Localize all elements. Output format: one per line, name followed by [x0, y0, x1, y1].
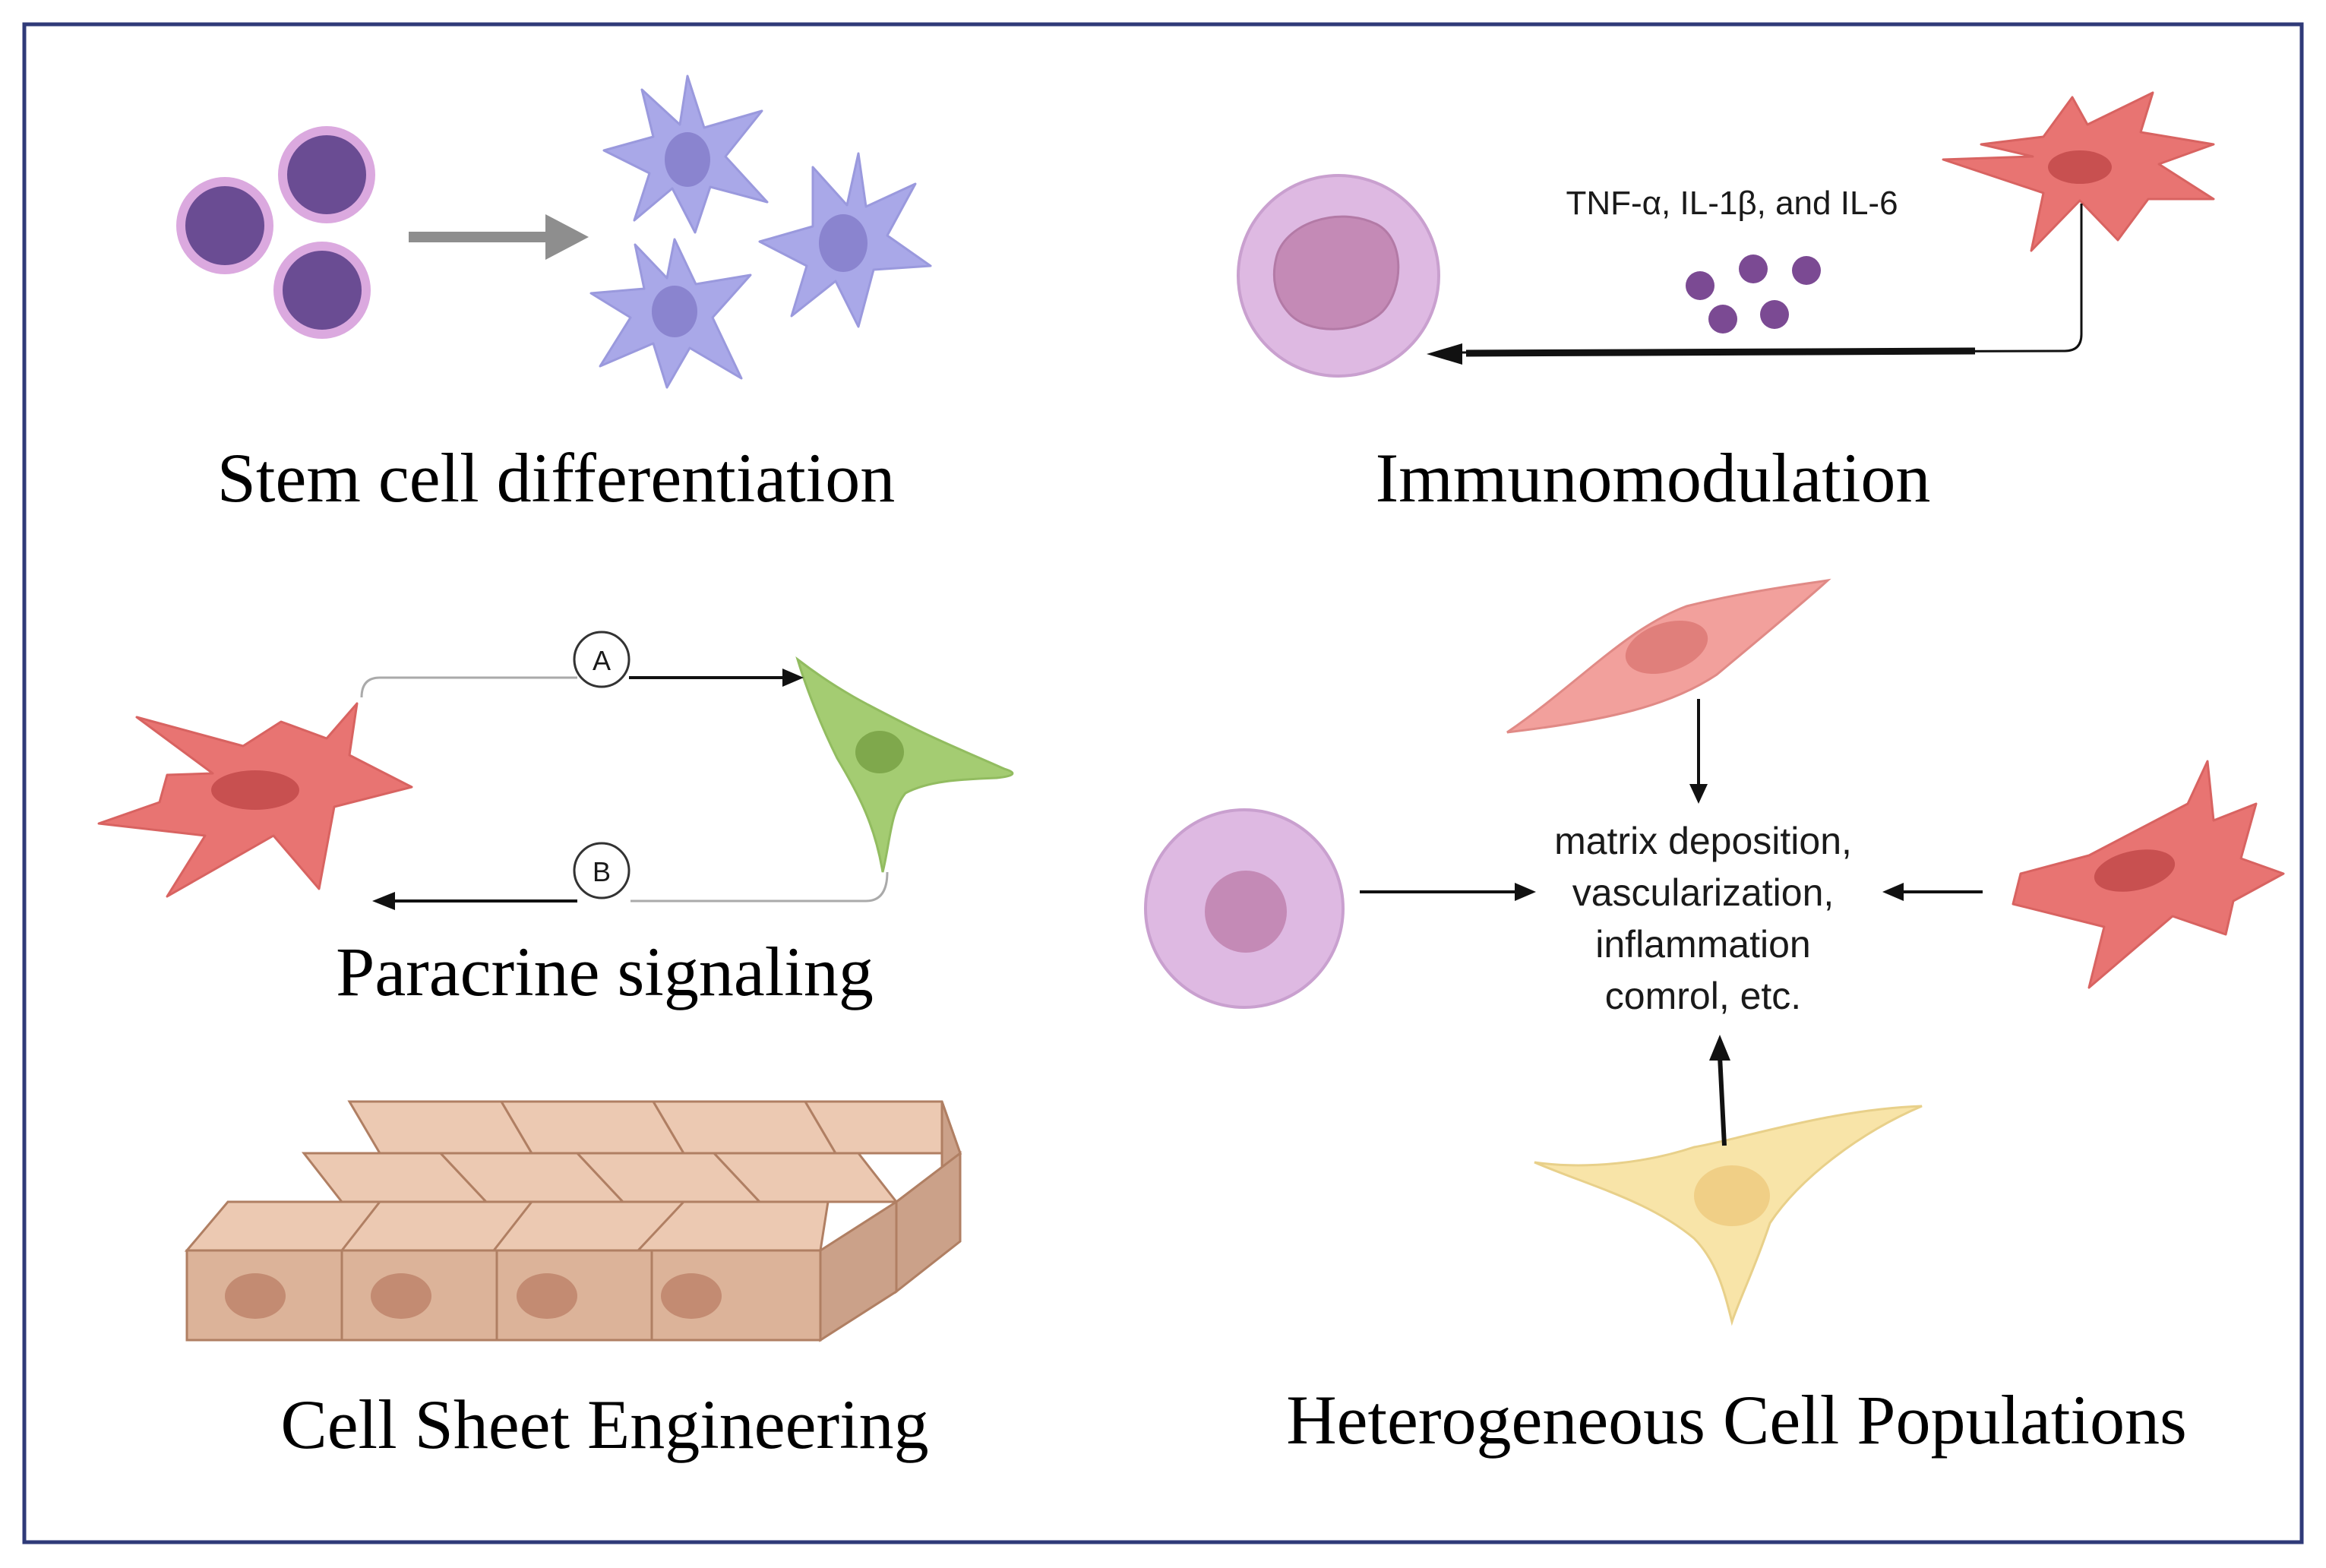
panel-title-immunomodulation: Immunomodulation: [1376, 439, 1931, 517]
stem-cell-group: [176, 126, 375, 339]
paracrine-arrow-a: A: [360, 631, 804, 698]
cytokines-label: TNF-α, IL-1β, and IL-6: [1566, 185, 1898, 222]
heterogeneous-arrows: [1360, 699, 1983, 1146]
immunomodulation-arrow: [1427, 204, 2083, 365]
cytokine-dot: [1760, 300, 1789, 329]
panel-immunomodulation: TNF-α, IL-1β, and IL-6 Immunomodulation: [1237, 91, 2215, 517]
pink-spindle-cell: [1506, 578, 1831, 734]
stem-cell: [176, 177, 273, 274]
panel-heterogeneous-cell-populations: matrix deposition, vascularization, infl…: [1144, 578, 2285, 1459]
panel-cell-sheet-engineering: Cell Sheet Engineering: [184, 1100, 962, 1463]
label-b: B: [593, 856, 611, 887]
cytokine-dot: [1792, 256, 1821, 285]
immune-cell: [1237, 174, 1440, 378]
panel-title-heterogeneous: Heterogeneous Cell Populations: [1286, 1381, 2187, 1459]
arrow-from-bottom-cell: [1718, 1055, 1727, 1146]
label-b-circle: [573, 842, 630, 899]
dendritic-cell: [589, 238, 752, 389]
dendritic-cell: [758, 152, 932, 328]
cytokine-dot: [1708, 305, 1737, 334]
panel-stem-cell-differentiation: Stem cell differentiation: [176, 74, 932, 517]
heterogeneous-center-line-2: vascularization,: [1572, 871, 1835, 914]
cytokine-dot: [1686, 271, 1714, 300]
differentiation-arrow: [409, 214, 589, 260]
stem-cell: [273, 242, 371, 339]
panel-title-paracrine: Paracrine signaling: [336, 933, 874, 1010]
cytokine-dot: [1739, 254, 1768, 283]
stem-cell: [278, 126, 375, 223]
label-a: A: [593, 645, 611, 676]
panel-title-cell-sheet: Cell Sheet Engineering: [280, 1386, 928, 1463]
immune-cell: [1144, 808, 1345, 1009]
heterogeneous-center-line-3: inflammation: [1595, 923, 1810, 966]
yellow-cell: [1534, 1105, 1923, 1326]
dendritic-cell-group: [589, 74, 932, 389]
cytokine-dots: [1686, 254, 1821, 334]
label-a-circle: [573, 631, 630, 688]
sheet-cell: [340, 1249, 498, 1342]
panel-title-stem-cell: Stem cell differentiation: [217, 439, 895, 517]
fibroblast-cell: [2012, 760, 2285, 989]
heterogeneous-center-line-1: matrix deposition,: [1554, 820, 1852, 862]
fibroblast-cell: [1942, 91, 2215, 252]
figure-frame: [22, 22, 2304, 1544]
green-cell: [795, 656, 1014, 873]
heterogeneous-center-line-4: comrol, etc.: [1605, 975, 1801, 1017]
fibroblast-cell: [97, 702, 413, 898]
dendritic-cell: [602, 74, 769, 234]
panel-paracrine-signaling: A B Paracrine signaling: [97, 631, 1014, 1010]
paracrine-arrow-b: B: [372, 842, 889, 910]
